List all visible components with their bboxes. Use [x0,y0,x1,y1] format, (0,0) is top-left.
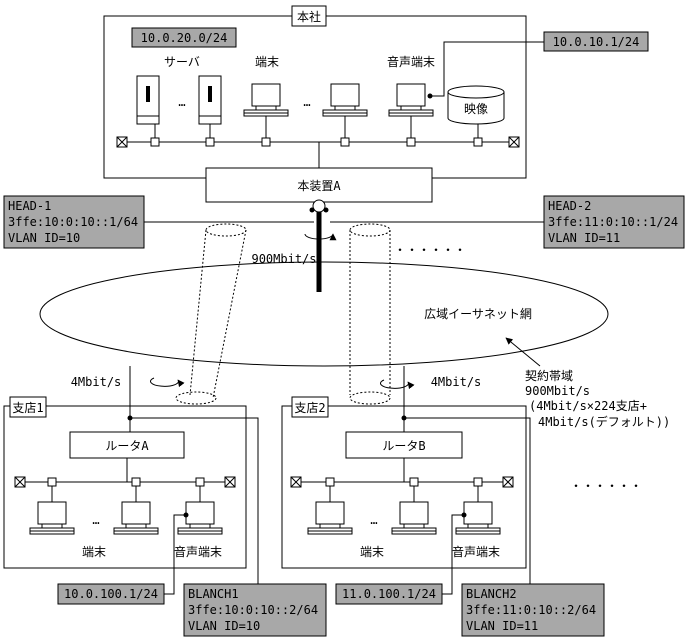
branch2-voice-ip-leader [442,514,464,595]
device-a-box [205,167,433,203]
uplink-port [312,199,326,213]
head2-line2: 3ffe:11:0:10::1/24 [548,215,678,229]
branch1-terminal-label: 端末 [82,545,106,559]
hq-voice-ip: 10.0.10.1/24 [553,35,640,49]
branch2-ellipsis: … [370,513,377,527]
branch2-link-speed: 4Mbit/s [431,375,482,389]
branch1-voice-ip: 10.0.100.1/24 [64,587,158,601]
branch1-rotate-arrow [150,377,185,388]
branch1-voice-ip-leader [164,514,186,595]
branch2-voice-ip-box [335,583,443,605]
branch1-link-speed: 4Mbit/s [71,375,122,389]
blanch2-box [461,583,605,637]
blanch2-line2: 3ffe:11:0:10::2/64 [466,603,596,617]
blanch1-line2: 3ffe:10:0:10::2/64 [188,603,318,617]
branch2-title: 支店2 [294,401,325,415]
branch1-site: 4Mbit/s 支店1 ルータA … 端末 音声端末 10.0.100.1/24… [3,366,327,637]
blanch2-line1: BLANCH2 [466,587,517,601]
server-label: サーバ [164,55,200,69]
video-storage [447,85,505,125]
hq-bus-terminator-left [116,136,128,148]
hq-site: 本社 10.0.20.0/24 10.0.10.1/24 サーバ 端末 音声端末… [103,5,649,179]
branch2-rotate-arrow [380,379,415,390]
hq-title-box [291,5,327,27]
branch1-blanch-leader [130,417,259,586]
head2-line1: HEAD-2 [548,199,591,213]
video-label: 映像 [464,102,488,116]
head2-box [543,195,685,249]
uplink-speed: 900Mbit/s [251,252,316,266]
device-a-label: 本装置A [297,179,341,193]
branch2-site: 4Mbit/s 支店2 ルータB … 端末 音声端末 11.0.100.1/24… [281,366,605,637]
hq-voice-ip-leader [430,41,544,97]
hq-terminal-ellipsis: … [303,95,310,109]
head1-line3: VLAN ID=10 [8,231,80,245]
more-dots-branch: ・・・・・・ [570,479,642,493]
head1-line1: HEAD-1 [8,199,51,213]
hq-voice-terminal-label: 音声端末 [387,54,435,69]
hq-terminal-label: 端末 [255,55,279,69]
hq-voice-ip-dot [427,93,433,99]
contract-line3: (4Mbit/s×224支店+ [529,399,647,413]
branch2-voice-ip: 11.0.100.1/24 [342,587,436,601]
router-a-box [69,431,185,459]
router-b-label: ルータB [382,439,425,453]
branch1-ellipsis: … [92,513,99,527]
contract-line1: 契約帯域 [525,368,573,383]
branch2-terminal-label: 端末 [360,545,384,559]
router-b-box [345,431,463,459]
uplink-rotate-arrow [304,233,337,241]
branch1-voice-terminal-label: 音声端末 [174,544,222,559]
contract-line2: 900Mbit/s [525,384,590,398]
router-a-label: ルータA [105,439,149,453]
tunnel-vlan11 [349,223,391,405]
branch2-blanch-leader [404,417,531,586]
head1-line2: 3ffe:10:0:10::1/64 [8,215,138,229]
head2-line3: VLAN ID=11 [548,231,620,245]
blanch1-box [183,583,327,637]
blanch1-line1: BLANCH1 [188,587,239,601]
hq-bus-terminator-right [508,136,520,148]
server-ellipsis: … [178,95,185,109]
server-2 [198,75,222,125]
branch1-voice-ip-box [57,583,165,605]
head1-box [3,195,145,249]
branch1-title: 支店1 [12,401,43,415]
branch2-voice-terminal-label: 音声端末 [452,544,500,559]
blanch1-line3: VLAN ID=10 [188,619,260,633]
hq-subnet: 10.0.20.0/24 [141,31,228,45]
tunnel-vlan10 [175,223,247,405]
wan-label: 広域イーサネット網 [424,307,532,321]
server-1 [136,75,160,125]
branch1-frame [3,405,247,569]
blanch2-line3: VLAN ID=11 [466,619,538,633]
contract-line4: 4Mbit/s(デフォルト)) [538,414,670,429]
contract-arrow [505,337,541,367]
hq-title: 本社 [297,9,321,24]
more-dots-top: ・・・・・・ [394,243,466,257]
hq-subnet-box [131,27,237,48]
wan-ellipse [39,261,609,367]
